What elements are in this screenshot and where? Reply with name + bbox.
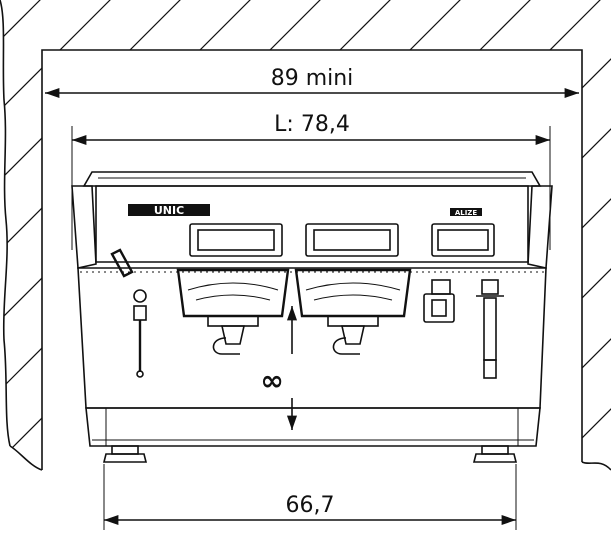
machine-body bbox=[77, 267, 547, 409]
wall-bottom-left bbox=[9, 445, 43, 471]
wall-bottom-right bbox=[581, 461, 611, 471]
dimension-feet-width: 66,7 bbox=[103, 464, 517, 530]
side-panel-left bbox=[71, 185, 97, 269]
display-left bbox=[189, 223, 283, 257]
feet-width-label: 66,7 bbox=[286, 493, 335, 518]
hot-water-tap bbox=[423, 279, 455, 323]
min-width-label: 89 mini bbox=[271, 66, 354, 91]
foot-left bbox=[102, 445, 148, 463]
model-logo-text: ALIZE bbox=[455, 209, 478, 217]
drip-tray bbox=[85, 407, 541, 447]
display-center bbox=[305, 223, 399, 257]
group-head-left bbox=[176, 268, 290, 355]
brand-logo: UNIC bbox=[128, 204, 210, 217]
dimension-machine-width: L: 78,4 bbox=[71, 112, 551, 250]
steam-wand-right bbox=[476, 279, 504, 379]
group-head-center bbox=[294, 268, 412, 355]
dimension-cup-clearance: ∞ bbox=[260, 306, 298, 430]
wall-outer-edge-left bbox=[0, 0, 11, 447]
machine-width-label: L: 78,4 bbox=[274, 112, 350, 137]
display-right bbox=[431, 223, 495, 257]
model-logo: ALIZE bbox=[450, 208, 482, 217]
espresso-machine: UNIC ALIZE bbox=[71, 171, 553, 463]
cup-clearance-label: ∞ bbox=[260, 364, 283, 397]
dimension-min-width: 89 mini bbox=[45, 66, 579, 99]
front-upper-panel bbox=[95, 185, 529, 263]
foot-right bbox=[472, 445, 518, 463]
side-panel-right bbox=[527, 185, 553, 269]
wall-outline bbox=[41, 49, 583, 470]
brand-logo-text: UNIC bbox=[154, 204, 184, 217]
cup-tray bbox=[82, 171, 542, 187]
steam-wand-left bbox=[110, 248, 147, 378]
